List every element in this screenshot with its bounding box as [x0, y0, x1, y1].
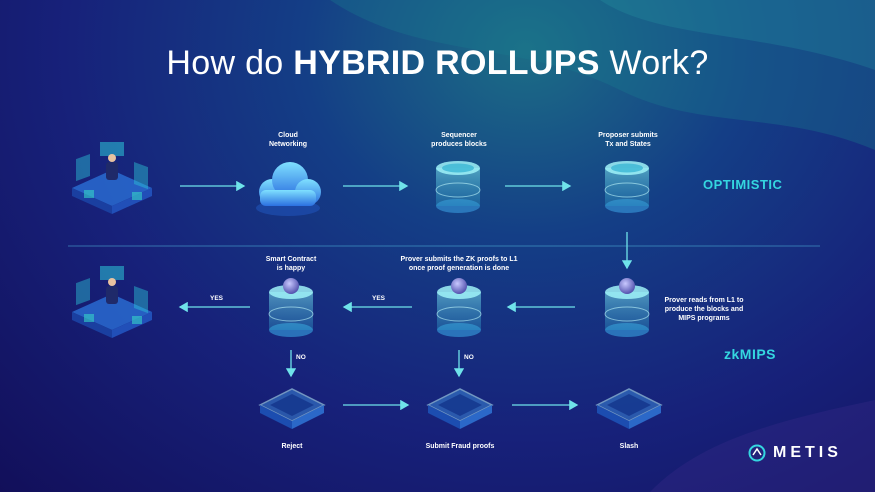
cloud-icon — [256, 162, 321, 216]
zkmips-tag: zkMIPS — [724, 346, 777, 362]
background-wave — [650, 400, 875, 492]
optimistic-tag: OPTIMISTIC — [703, 177, 783, 192]
yes-label-mid: YES — [372, 295, 386, 302]
prover-submit-database-icon — [436, 278, 482, 337]
prover-read-label: Prover reads from L1 to produce the bloc… — [664, 297, 744, 322]
prover-read-database-icon — [604, 278, 650, 337]
no-label-left: NO — [296, 354, 306, 361]
smart-contract-label: Smart Contract is happy — [265, 256, 317, 272]
submit-fraud-proofs-label: Submit Fraud proofs — [425, 443, 495, 450]
reject-tile-icon — [258, 388, 326, 429]
workstation-icon — [72, 266, 152, 338]
background-wave — [600, 0, 875, 70]
background-wave — [330, 0, 875, 150]
prover-submit-label: Prover submits the ZK proofs to L1 once … — [400, 256, 518, 272]
fraud-proof-tile-icon — [426, 388, 494, 429]
yes-label-left: YES — [210, 295, 224, 302]
proposer-label: Proposer submits Tx and States — [598, 132, 658, 148]
workstation-icon — [72, 142, 152, 214]
reject-label: Reject — [281, 443, 303, 450]
slash-label: Slash — [619, 443, 639, 450]
no-label-mid: NO — [464, 354, 474, 361]
sequencer-database-icon — [435, 161, 481, 213]
sequencer-label: Sequencer produces blocks — [431, 132, 487, 148]
slash-tile-icon — [595, 388, 663, 429]
metis-wordmark: METIS — [773, 444, 842, 461]
cloud-networking-label: Cloud Networking — [268, 132, 308, 148]
smart-contract-database-icon — [268, 278, 314, 337]
metis-logo: METIS — [748, 444, 842, 462]
page-title: How do HYBRID ROLLUPS Work? — [166, 44, 709, 82]
proposer-database-icon — [604, 161, 650, 213]
metis-logo-icon — [748, 444, 766, 462]
